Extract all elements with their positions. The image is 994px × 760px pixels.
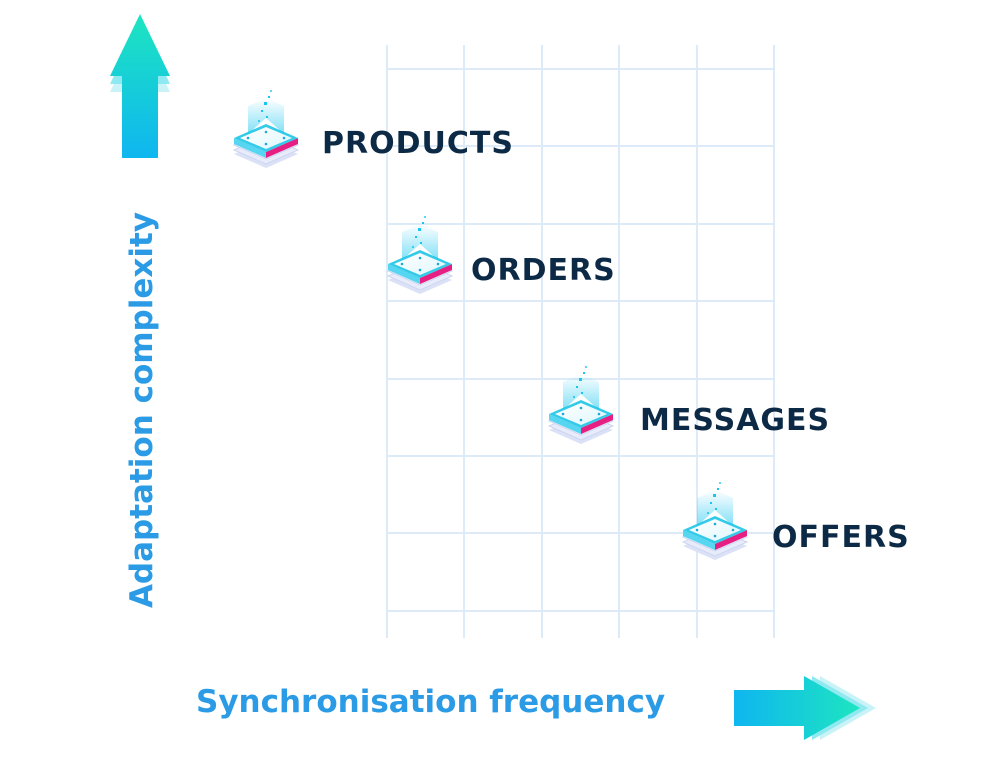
offers-data-stack-icon — [679, 480, 751, 570]
orders-data-stack-icon — [384, 214, 456, 304]
products-data-stack-icon — [230, 88, 302, 178]
item-label-messages: MESSAGES — [640, 403, 831, 438]
item-label-orders: ORDERS — [471, 253, 616, 288]
x-axis-label: Synchronisation frequency — [196, 684, 666, 720]
arrow-up-icon — [110, 14, 170, 158]
y-axis-label: Adaptation complexity — [124, 211, 160, 609]
item-label-offers: OFFERS — [772, 520, 910, 555]
arrow-right-icon — [734, 676, 876, 740]
messages-data-stack-icon — [545, 364, 617, 454]
item-label-products: PRODUCTS — [322, 126, 514, 161]
